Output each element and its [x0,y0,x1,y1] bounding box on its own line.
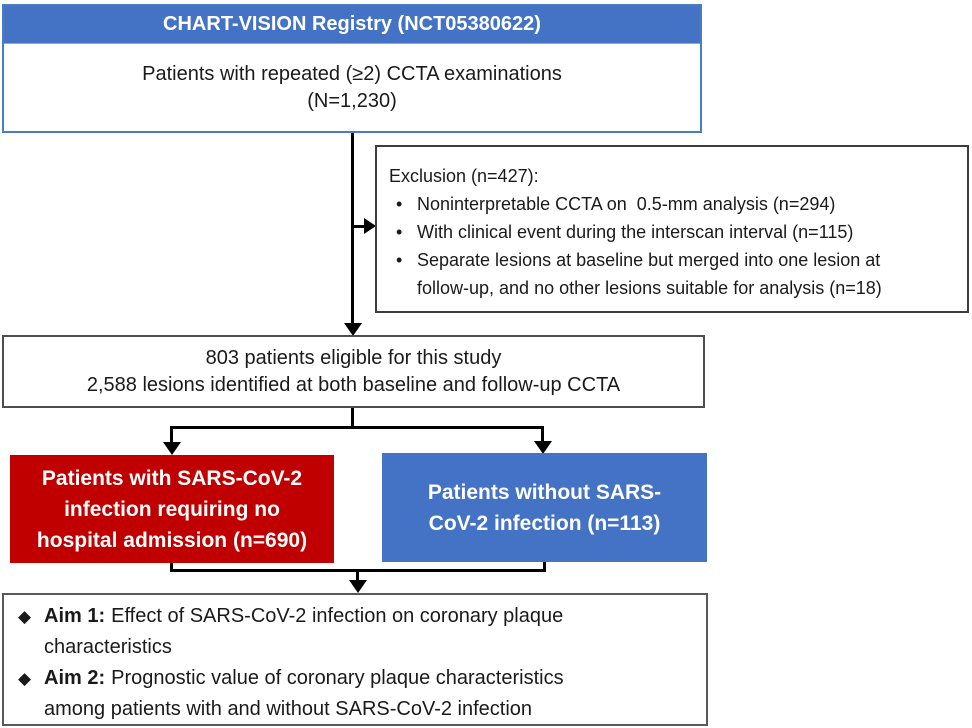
merge-center-stem [356,572,359,582]
covid-positive-line-1: Patients with SARS-CoV-2 [41,466,303,490]
arrow-registry-to-eligible-head [344,323,362,336]
aims-box: ◆ Aim 1:Effect of SARS-CoV-2 infection o… [2,593,708,726]
covid-positive-box: Patients with SARS-CoV-2 infection requi… [10,455,334,563]
covid-positive-line-3: hospital admission (n=690) [36,528,308,552]
exclusion-item: • With clinical event during the intersc… [389,218,959,246]
aim-line: Aim 1:Effect of SARS-CoV-2 infection on … [44,601,686,632]
exclusion-item-text: Noninterpretable CCTA on 0.5-mm analysis… [417,194,836,214]
exclusion-item: • Separate lesions at baseline but merge… [389,246,959,302]
aim-line: characteristics [44,636,172,658]
merge-right-stem [543,562,546,571]
covid-negative-line-2: CoV-2 infection (n=113) [428,511,661,535]
aim-item: ◆ Aim 1:Effect of SARS-CoV-2 infection o… [18,601,686,663]
merge-left-stem [170,563,173,571]
split-right-stem [541,429,544,443]
bullet-icon: • [396,250,403,270]
eligible-line-1: 803 patients eligible for this study [205,346,502,369]
aim-text: Prognostic value of coronary plaque char… [111,667,564,689]
arrow-to-exclusion-line [353,225,365,228]
aim-line: Aim 2:Prognostic value of coronary plaqu… [44,663,686,694]
arrow-registry-to-eligible-line [351,133,354,324]
exclusion-item-text: follow-up, and no other lesions suitable… [417,278,882,298]
covid-positive-line-2: infection requiring no [64,497,280,521]
covid-negative-box: Patients without SARS- CoV-2 infection (… [382,453,707,562]
split-stub-line [351,408,354,428]
exclusion-box: Exclusion (n=427): • Noninterpretable CC… [375,145,969,313]
split-horizontal-line [170,426,544,429]
arrow-to-exclusion-head [364,218,376,234]
registry-box-body: Patients with repeated (≥2) CCTA examina… [4,44,700,132]
arrow-to-covid-box-head [163,442,181,455]
exclusion-item-text: Separate lesions at baseline but merged … [417,250,881,270]
registry-line-2: (N=1,230) [307,90,397,112]
registry-line-1: Patients with repeated (≥2) CCTA examina… [142,63,562,85]
registry-box: CHART-VISION Registry (NCT05380622) Pati… [2,4,702,133]
arrow-to-control-box-head [534,441,552,454]
split-left-stem [170,429,173,444]
eligible-box: 803 patients eligible for this study 2,5… [2,335,705,408]
aim-label: Aim 1: [44,605,106,627]
aim-item: ◆ Aim 2:Prognostic value of coronary pla… [18,663,686,725]
exclusion-title: Exclusion (n=427): [389,166,539,186]
bullet-icon: • [396,222,403,242]
arrow-to-aims-box-head [349,580,367,593]
covid-negative-line-1: Patients without SARS- [427,480,662,504]
aim-label: Aim 2: [44,667,106,689]
bullet-icon: • [396,194,403,214]
diamond-bullet-icon: ◆ [18,669,32,688]
exclusion-item: • Noninterpretable CCTA on 0.5-mm analys… [389,190,959,218]
registry-box-header: CHART-VISION Registry (NCT05380622) [4,6,700,44]
aim-text: Effect of SARS-CoV-2 infection on corona… [111,605,564,627]
exclusion-item-text: With clinical event during the interscan… [417,222,854,242]
eligible-line-2: 2,588 lesions identified at both baselin… [86,373,621,396]
aim-line: among patients with and without SARS-CoV… [44,698,533,720]
merge-horizontal-line [170,569,546,572]
diamond-bullet-icon: ◆ [18,607,32,626]
